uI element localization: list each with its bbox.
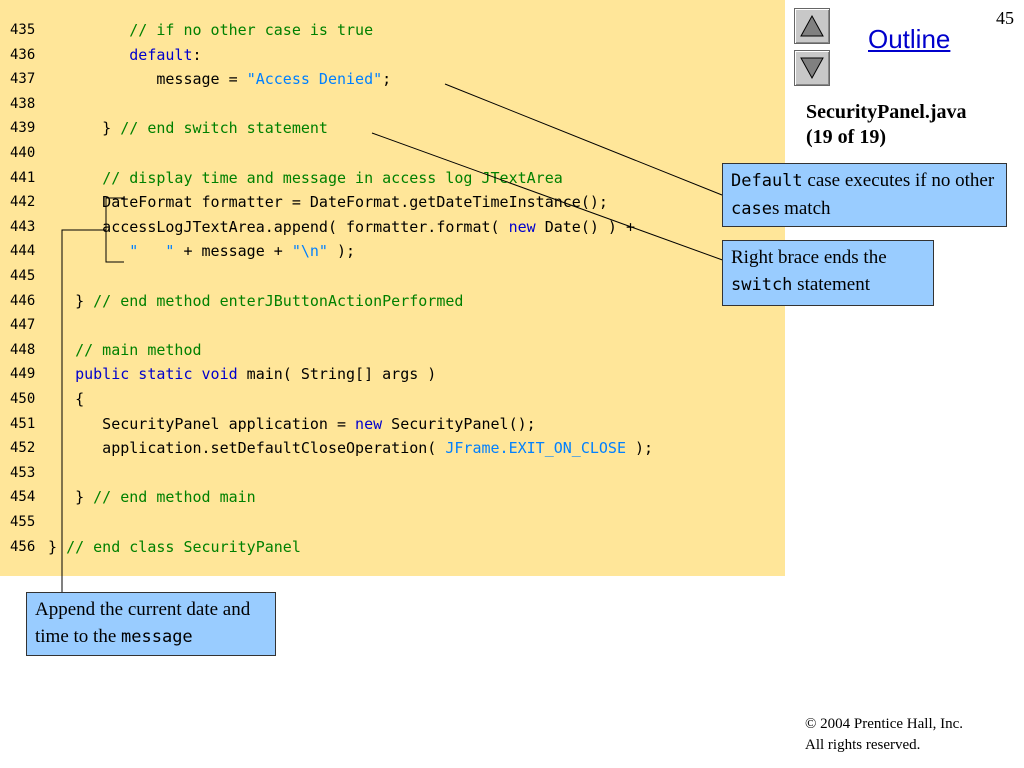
code-token: } bbox=[48, 488, 94, 507]
code-comment: // main method bbox=[75, 340, 202, 359]
code-keyword: public static void bbox=[75, 365, 238, 384]
code-keyword: default bbox=[129, 45, 193, 64]
line-number: 451 bbox=[10, 415, 36, 432]
callout-code: message bbox=[121, 627, 193, 647]
page-number: 45 bbox=[996, 8, 1014, 28]
callout-text: Right brace ends the bbox=[731, 247, 887, 268]
down-triangle-icon bbox=[800, 57, 824, 80]
code-comment: // end class SecurityPanel bbox=[66, 537, 301, 556]
code-token: main( String[] args ) bbox=[237, 365, 437, 384]
code-string: "\n" bbox=[291, 242, 328, 261]
code-text: " " + message + "\n" ); bbox=[48, 239, 355, 263]
code-text: public static void main( String[] args ) bbox=[48, 362, 436, 386]
code-token: } bbox=[48, 537, 67, 556]
line-number: 450 bbox=[10, 391, 36, 407]
code-text: } // end switch statement bbox=[48, 116, 328, 140]
code-listing-panel: 435 // if no other case is true 436 defau… bbox=[0, 0, 785, 576]
line-number: 444 bbox=[10, 243, 36, 260]
code-keyword: new bbox=[355, 414, 383, 433]
line-number: 456 bbox=[10, 538, 36, 555]
line-number: 452 bbox=[10, 440, 36, 457]
next-slide-button[interactable] bbox=[794, 50, 830, 86]
line-number: 435 bbox=[10, 22, 36, 38]
code-text: } // end method enterJButtonActionPerfor… bbox=[48, 289, 463, 313]
code-token: SecurityPanel(); bbox=[382, 414, 536, 433]
code-text: // display time and message in access lo… bbox=[48, 166, 563, 190]
code-text: } // end class SecurityPanel bbox=[48, 535, 301, 559]
code-token: ); bbox=[327, 242, 356, 261]
code-text: SecurityPanel application = new Security… bbox=[48, 412, 536, 436]
code-comment: // end switch statement bbox=[120, 119, 328, 138]
code-comment: // end method enterJButtonActionPerforme… bbox=[93, 291, 464, 310]
line-number: 445 bbox=[10, 268, 36, 284]
copyright-line: © 2004 Prentice Hall, Inc. bbox=[805, 716, 964, 732]
callout-default-case: Default case executes if no other cases … bbox=[722, 163, 1007, 227]
code-token: message = bbox=[48, 70, 247, 89]
callout-text: Append the current date and time to the bbox=[35, 599, 251, 647]
code-text: application.setDefaultCloseOperation( JF… bbox=[48, 436, 653, 460]
code-comment: // end method main bbox=[93, 488, 256, 507]
line-number: 454 bbox=[10, 489, 36, 506]
code-token: : bbox=[192, 45, 202, 64]
code-string: JFrame.EXIT_ON_CLOSE bbox=[445, 439, 626, 458]
code-keyword: new bbox=[508, 217, 536, 236]
code-token: accessLogJTextArea.append( formatter.for… bbox=[48, 217, 509, 236]
line-number: 447 bbox=[10, 317, 36, 334]
copyright-line: All rights reserved. bbox=[805, 737, 921, 753]
callout-code: Default bbox=[731, 171, 803, 191]
callout-code: switch bbox=[731, 275, 793, 295]
line-number: 442 bbox=[10, 194, 36, 211]
callout-text: case executes if no other bbox=[802, 170, 995, 191]
code-text: accessLogJTextArea.append( formatter.for… bbox=[48, 215, 635, 239]
code-token: + message + bbox=[174, 242, 292, 261]
code-comment: // display time and message in access lo… bbox=[102, 168, 563, 187]
code-text: DateFormat formatter = DateFormat.getDat… bbox=[48, 190, 608, 214]
line-number: 453 bbox=[10, 464, 36, 481]
line-number: 455 bbox=[10, 514, 36, 530]
line-number: 446 bbox=[10, 292, 36, 309]
file-part: (19 of 19) bbox=[806, 126, 886, 148]
code-text: message = "Access Denied"; bbox=[48, 67, 391, 91]
code-token: SecurityPanel application = bbox=[48, 414, 356, 433]
line-number: 436 bbox=[10, 46, 36, 63]
code-text: { bbox=[48, 387, 84, 411]
code-token: application.setDefaultCloseOperation( bbox=[48, 439, 446, 458]
code-text: // if no other case is true bbox=[48, 18, 373, 42]
code-token: } bbox=[48, 291, 94, 310]
file-name: SecurityPanel.java bbox=[806, 101, 967, 123]
code-token: ); bbox=[625, 439, 654, 458]
line-number: 440 bbox=[10, 145, 36, 161]
code-token: { bbox=[48, 390, 85, 408]
line-number: 441 bbox=[10, 169, 36, 186]
callout-right-brace: Right brace ends the switch statement bbox=[722, 240, 934, 306]
line-number: 443 bbox=[10, 218, 36, 235]
code-text: } // end method main bbox=[48, 485, 256, 509]
code-token: } bbox=[48, 119, 121, 138]
file-title: SecurityPanel.java (19 of 19) bbox=[806, 100, 1016, 150]
callout-append: Append the current date and time to the … bbox=[26, 592, 276, 656]
line-number: 449 bbox=[10, 366, 36, 383]
code-text: // main method bbox=[48, 338, 202, 362]
line-number: 439 bbox=[10, 120, 36, 137]
callout-text: statement bbox=[792, 274, 870, 295]
up-triangle-icon bbox=[800, 14, 824, 37]
callout-code: case bbox=[731, 199, 772, 219]
code-token: ; bbox=[382, 70, 392, 89]
code-token: DateFormat formatter = DateFormat.getDat… bbox=[48, 193, 608, 212]
line-number: 438 bbox=[10, 95, 36, 112]
code-comment: // if no other case is true bbox=[129, 21, 374, 39]
line-number: 448 bbox=[10, 341, 36, 358]
line-number: 437 bbox=[10, 71, 36, 88]
callout-text: s match bbox=[771, 198, 831, 219]
code-string: "Access Denied" bbox=[246, 70, 383, 89]
outline-link[interactable]: Outline bbox=[868, 24, 951, 54]
code-string: " " bbox=[129, 242, 175, 261]
code-text: default: bbox=[48, 43, 202, 67]
previous-slide-button[interactable] bbox=[794, 8, 830, 44]
copyright: © 2004 Prentice Hall, Inc. All rights re… bbox=[805, 714, 963, 756]
